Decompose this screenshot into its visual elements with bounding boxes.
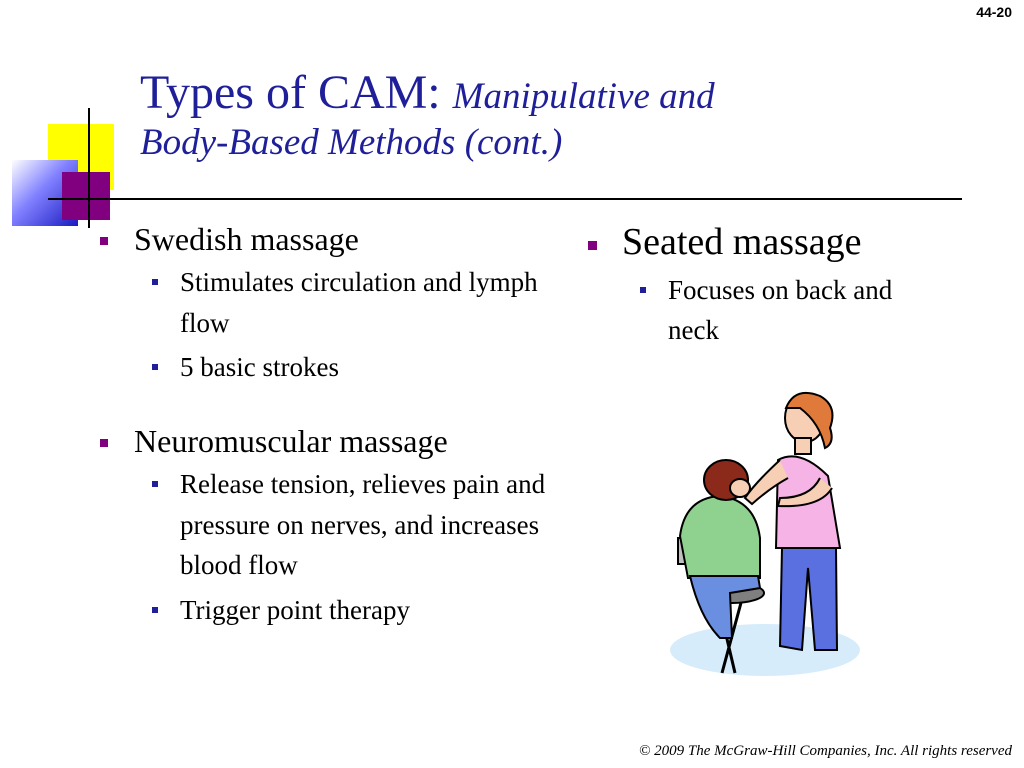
title-italic-line2: Body-Based Methods (cont.) bbox=[140, 122, 563, 164]
sub-bullet: Release tension, relieves pain and press… bbox=[96, 464, 576, 586]
slide-number: 44-20 bbox=[976, 4, 1012, 20]
bullet-swedish-massage: Swedish massage bbox=[96, 220, 576, 258]
sub-bullet: 5 basic strokes bbox=[96, 347, 576, 388]
sub-bullet: Stimulates circulation and lymph flow bbox=[96, 262, 576, 343]
title-underline-rule bbox=[48, 198, 962, 200]
title-main: Types of CAM: bbox=[140, 66, 453, 119]
title-italic-line1: Manipulative and bbox=[452, 76, 715, 117]
vertical-rule bbox=[88, 108, 90, 228]
sub-bullet: Focuses on back and neck bbox=[584, 270, 944, 351]
sub-bullet: Trigger point therapy bbox=[96, 590, 576, 631]
left-column: Swedish massage Stimulates circulation a… bbox=[96, 220, 576, 630]
copyright-footer: © 2009 The McGraw-Hill Companies, Inc. A… bbox=[638, 743, 1012, 759]
slide-title: Types of CAM: Manipulative and Body-Base… bbox=[140, 66, 900, 164]
bullet-neuromuscular-massage: Neuromuscular massage bbox=[96, 422, 576, 460]
massage-clipart-image bbox=[670, 392, 860, 676]
purple-square bbox=[62, 172, 110, 220]
right-column: Seated massage Focuses on back and neck bbox=[584, 220, 944, 351]
bullet-seated-massage: Seated massage bbox=[584, 220, 944, 266]
decorative-corner-graphic bbox=[0, 0, 150, 230]
